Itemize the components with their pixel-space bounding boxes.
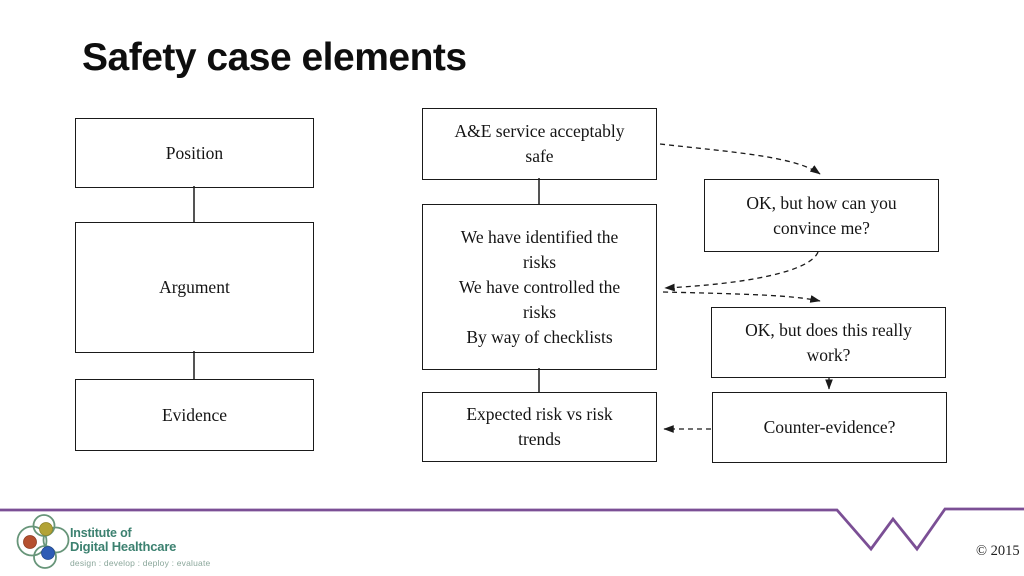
logo-text-line1: Institute of [70, 526, 132, 540]
expected-risk-box: Expected risk vs risk trends [422, 392, 657, 462]
position-box: Position [75, 118, 314, 188]
argument-box: Argument [75, 222, 314, 353]
arrow-claim-to-convince [659, 143, 821, 175]
evidence-box: Evidence [75, 379, 314, 451]
logo-text-line2: Digital Healthcare [70, 539, 177, 554]
slide-title: Safety case elements [82, 36, 467, 79]
logo-tagline: design : develop : deploy : evaluate [70, 558, 211, 568]
risks-argument-box: We have identified the risks We have con… [422, 204, 657, 370]
counter-evidence-box: Counter-evidence? [712, 392, 947, 463]
institute-logo-icon [16, 514, 70, 569]
institute-logo: Institute of Digital Healthcare design :… [12, 510, 232, 574]
arrow-risks-to-work [662, 291, 821, 303]
does-this-work-box: OK, but does this really work? [711, 307, 946, 378]
convince-me-box: OK, but how can you convince me? [704, 179, 939, 252]
copyright-text: © 2015 [976, 543, 1020, 559]
arrow-convince-to-risks [664, 251, 819, 292]
claim-box: A&E service acceptably safe [422, 108, 657, 180]
